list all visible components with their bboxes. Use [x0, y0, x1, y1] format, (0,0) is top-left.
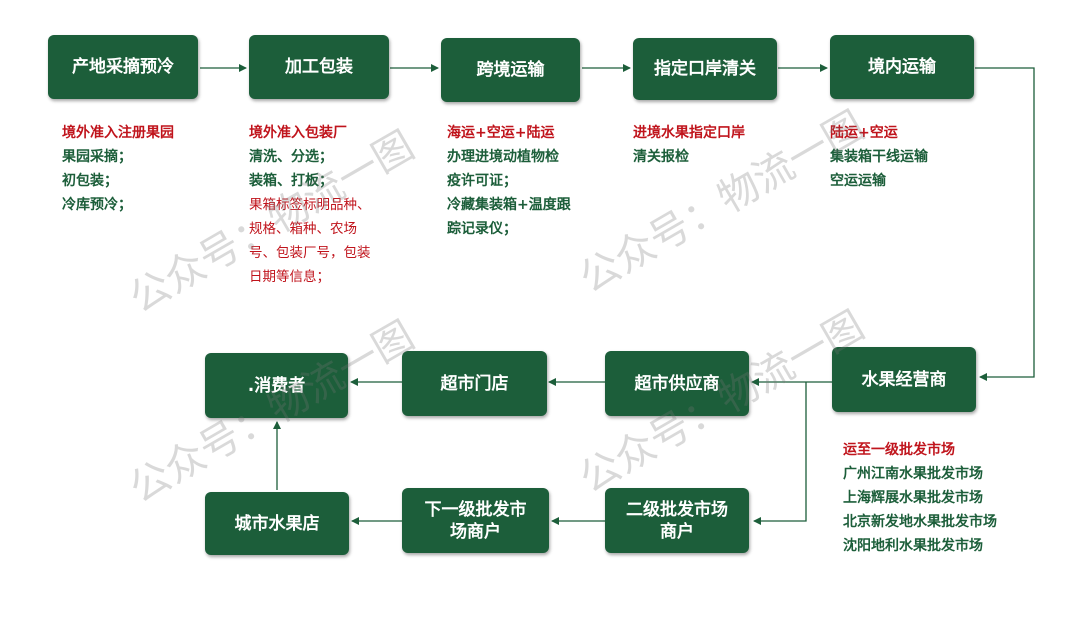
step-port-customs-clearance: 指定口岸清关 — [633, 38, 777, 100]
note-wholesale-market: 广州江南水果批发市场 — [843, 466, 983, 482]
supermarket-supplier: 超市供应商 — [605, 351, 749, 416]
note-cross-border-line: 疫许可证； — [447, 173, 517, 189]
note-processing-detail: 规格、箱种、农场 — [249, 221, 357, 237]
note-origin-line: 果园采摘； — [62, 149, 132, 165]
step-origin-harvest-precool: 产地采摘预冷 — [48, 35, 198, 99]
fruit-distributor: 水果经营商 — [832, 347, 976, 412]
note-cross-border-line: 办理进境动植物检 — [447, 149, 559, 165]
note-processing-line: 装箱、打板； — [249, 173, 333, 189]
secondary-wholesale-merchant: 二级批发市场商户 — [605, 488, 749, 553]
note-primary-wholesale-title: 运至一级批发市场 — [843, 442, 955, 458]
step-domestic-transport: 境内运输 — [830, 35, 974, 99]
note-cross-border-title: 海运+空运+陆运 — [447, 125, 555, 141]
supermarket-store: 超市门店 — [402, 351, 547, 416]
consumer: .消费者 — [205, 353, 348, 418]
note-primary-wholesale: 运至一级批发市场 广州江南水果批发市场 上海辉展水果批发市场 北京新发地水果批发… — [843, 438, 997, 558]
note-customs-title: 进境水果指定口岸 — [633, 125, 745, 141]
note-origin-line: 冷库预冷； — [62, 197, 132, 213]
note-customs-line: 清关报检 — [633, 149, 689, 165]
lower-wholesale-merchant: 下一级批发市场商户 — [402, 488, 549, 553]
note-processing: 境外准入包装厂 清洗、分选； 装箱、打板； 果箱标签标明品种、 规格、箱种、农场… — [249, 121, 371, 289]
note-processing-detail: 果箱标签标明品种、 — [249, 197, 371, 213]
note-wholesale-market: 沈阳地利水果批发市场 — [843, 538, 983, 554]
note-processing-detail: 号、包装厂号，包装 — [249, 245, 371, 261]
note-domestic-line: 空运运输 — [830, 173, 886, 189]
note-customs: 进境水果指定口岸 清关报检 — [633, 121, 745, 169]
note-cross-border-line: 冷藏集装箱+温度跟 — [447, 197, 571, 213]
note-cross-border: 海运+空运+陆运 办理进境动植物检 疫许可证； 冷藏集装箱+温度跟 踪记录仪； — [447, 121, 571, 241]
note-origin-title: 境外准入注册果园 — [62, 125, 174, 141]
note-processing-title: 境外准入包装厂 — [249, 125, 347, 141]
note-processing-line: 清洗、分选； — [249, 149, 333, 165]
arrow-b5-b6 — [975, 67, 1035, 381]
note-wholesale-market: 北京新发地水果批发市场 — [843, 514, 997, 530]
note-processing-detail: 日期等信息； — [249, 269, 330, 285]
note-wholesale-market: 上海辉展水果批发市场 — [843, 490, 983, 506]
note-domestic-title: 陆运+空运 — [830, 125, 898, 141]
note-domestic: 陆运+空运 集装箱干线运输 空运运输 — [830, 121, 928, 193]
note-origin: 境外准入注册果园 果园采摘； 初包装； 冷库预冷； — [62, 121, 174, 217]
step-cross-border-transport: 跨境运输 — [441, 38, 580, 102]
note-cross-border-line: 踪记录仪； — [447, 221, 517, 237]
city-fruit-shop: 城市水果店 — [205, 492, 349, 555]
arrow-b6-b10 — [753, 382, 807, 525]
note-domestic-line: 集装箱干线运输 — [830, 149, 928, 165]
note-origin-line: 初包装； — [62, 173, 118, 189]
step-processing-packing: 加工包装 — [249, 35, 389, 99]
